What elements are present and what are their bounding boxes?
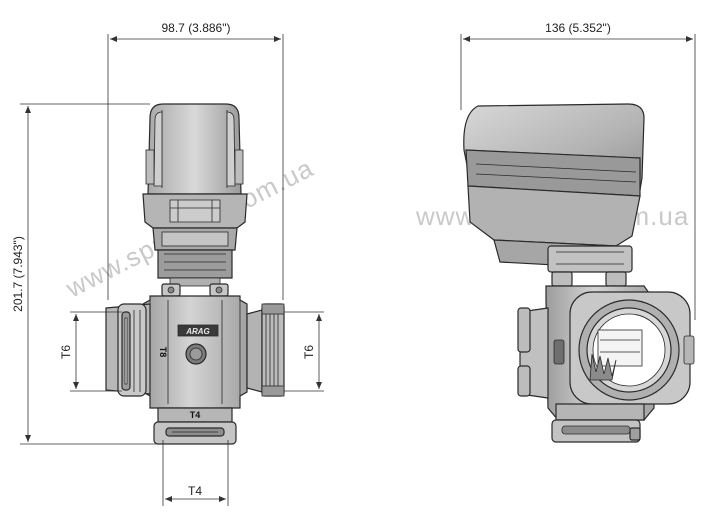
front-right-port <box>246 303 285 397</box>
dimension-port-bottom-label: T4 <box>188 484 202 498</box>
front-bottom-port <box>153 407 237 445</box>
dimension-width-front-label: 98.7 (3.886") <box>162 21 231 35</box>
dimension-width-front: 98.7 (3.886") <box>107 21 284 300</box>
front-left-port <box>105 303 151 397</box>
dimension-width-side: 136 (5.352") <box>460 21 696 320</box>
dimension-height-total-label: 201.7 (7.943") <box>11 236 25 312</box>
body-label-t8: T8 <box>158 347 168 358</box>
side-actuator-cover <box>463 103 645 197</box>
front-actuator-housing <box>142 193 248 287</box>
side-port-ring <box>569 291 695 405</box>
front-actuator-cover <box>145 103 244 195</box>
dimension-port-left: T6 <box>59 311 122 392</box>
dimension-port-bottom: T4 <box>162 440 229 506</box>
brand-plate-text: ARAG <box>185 327 210 336</box>
brand-plate <box>177 324 219 337</box>
dimension-width-side-label: 136 (5.352") <box>545 21 611 35</box>
dimension-height-total: 201.7 (7.943") <box>11 103 156 445</box>
side-bottom-flange <box>551 403 645 443</box>
dimension-port-right: T6 <box>284 311 324 392</box>
body-label-t4: T4 <box>190 410 201 420</box>
side-view <box>463 103 695 443</box>
front-view: ARAG T8 T4 <box>105 103 285 445</box>
dimension-port-left-label: T6 <box>59 345 73 359</box>
dimension-port-right-label: T6 <box>302 345 316 359</box>
side-actuator-housing <box>467 185 641 287</box>
